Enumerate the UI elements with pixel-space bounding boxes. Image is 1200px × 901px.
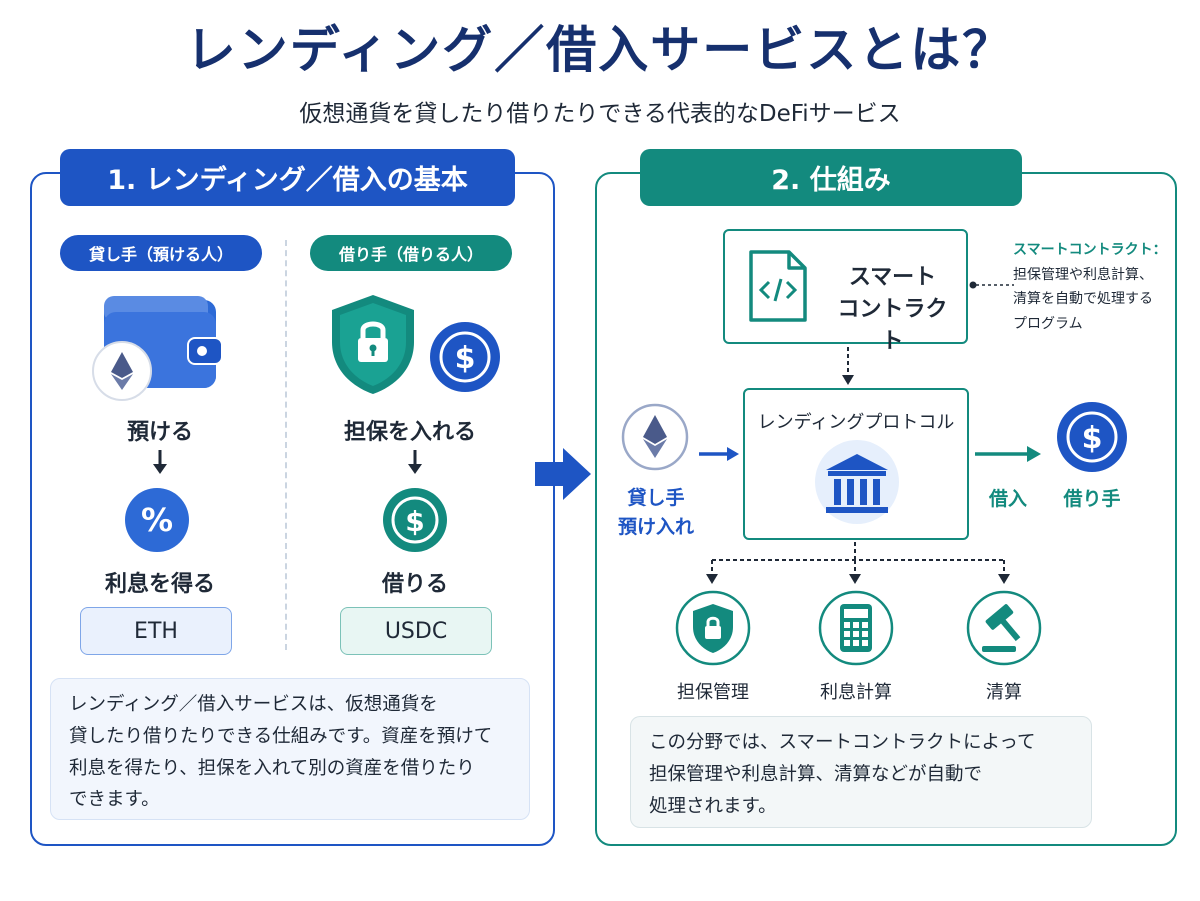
borrower-step2-label: 借りる [381, 572, 448, 597]
svg-text:$: $ [1082, 421, 1103, 456]
svg-text:$: $ [405, 505, 424, 538]
big-right-arrow-icon [535, 448, 591, 500]
dashed-down-arrow [842, 347, 854, 385]
collateral-shield-icon [675, 590, 751, 666]
note-connector [969, 281, 1014, 289]
usdc-coin-icon: $ [1057, 402, 1127, 472]
eth-coin-icon [92, 341, 152, 401]
mechanism-panel-heading: 2. 仕組み [640, 149, 1022, 206]
smart-contract-note-title: スマートコントラクト： [1013, 242, 1167, 258]
lender-deposit-label: 貸し手 預け入れ [610, 484, 702, 541]
lender-step1-label: 預ける [126, 420, 193, 445]
function-label-liquidation: 清算 [986, 682, 1022, 703]
calculator-icon [818, 590, 894, 666]
usdc-coin-icon: $ [430, 322, 500, 392]
lender-asset-chip: ETH [80, 607, 232, 655]
svg-text:$: $ [455, 341, 476, 376]
arrow-down-icon [153, 450, 167, 474]
note-line: レンディング／借入サービスは、仮想通貨を [69, 694, 438, 715]
page-subtitle: 仮想通貨を貸したり借りたりできる代表的なDeFiサービス [299, 101, 901, 127]
note-line: この分野では、スマートコントラクトによって [649, 732, 1036, 753]
borrower-label: 借り手 [1063, 488, 1121, 510]
borrow-label: 借入 [988, 488, 1027, 510]
lender-step2-label: 利息を得る [104, 572, 215, 597]
function-label-collateral: 担保管理 [677, 682, 749, 703]
smart-contract-label: スマート コントラクト [830, 262, 955, 358]
dollar-coin-icon: $ [383, 488, 447, 552]
right-arrow-icon [975, 446, 1041, 462]
percent-icon: % [125, 488, 189, 552]
smart-contract-line: コントラクト [837, 296, 948, 354]
note-line: できます。 [69, 789, 160, 811]
note-line: 処理されます。 [649, 795, 777, 817]
smart-contract-line: スマート [848, 265, 937, 290]
code-file-icon [749, 250, 807, 322]
smart-contract-note-line: 清算を自動で処理する [1013, 291, 1153, 307]
smart-contract-note-line: 担保管理や利息計算、 [1013, 266, 1153, 283]
mechanism-note: この分野では、スマートコントラクトによって 担保管理や利息計算、清算などが自動で… [630, 716, 1092, 828]
smart-contract-note: スマートコントラクト： 担保管理や利息計算、 清算を自動で処理する プログラム [1013, 238, 1188, 336]
basics-panel-heading: 1. レンディング／借入の基本 [60, 149, 515, 206]
bank-icon [815, 440, 899, 524]
svg-text:%: % [141, 501, 173, 539]
function-label-interest: 利息計算 [820, 682, 892, 703]
borrower-pill: 借り手（借りる人） [310, 235, 512, 271]
borrower-asset-chip: USDC [340, 607, 492, 655]
shield-lock-icon [332, 295, 414, 394]
dashed-branch-arrows [706, 542, 1010, 584]
gavel-icon [966, 590, 1042, 666]
note-line: 利息を得たり、担保を入れて別の資産を借りたり [69, 757, 475, 779]
note-line: 貸したり借りたりできる仕組みです。資産を預けて [69, 725, 493, 747]
borrower-step1-label: 担保を入れる [343, 420, 476, 445]
page-title: レンディング／借入サービスとは？ [185, 21, 1015, 79]
lender-deposit-line: 預け入れ [617, 515, 694, 538]
eth-coin-icon [621, 403, 689, 471]
arrow-down-icon [408, 450, 422, 474]
right-arrow-icon [699, 447, 739, 461]
column-divider [285, 240, 287, 650]
lender-pill: 貸し手（預ける人） [60, 235, 262, 271]
protocol-label: レンディングプロトコル [757, 412, 955, 433]
basics-note: レンディング／借入サービスは、仮想通貨を 貸したり借りたりできる仕組みです。資産… [50, 678, 530, 820]
lender-deposit-line: 貸し手 [627, 487, 685, 509]
note-line: 担保管理や利息計算、清算などが自動で [649, 763, 983, 785]
smart-contract-note-line: プログラム [1013, 315, 1083, 332]
